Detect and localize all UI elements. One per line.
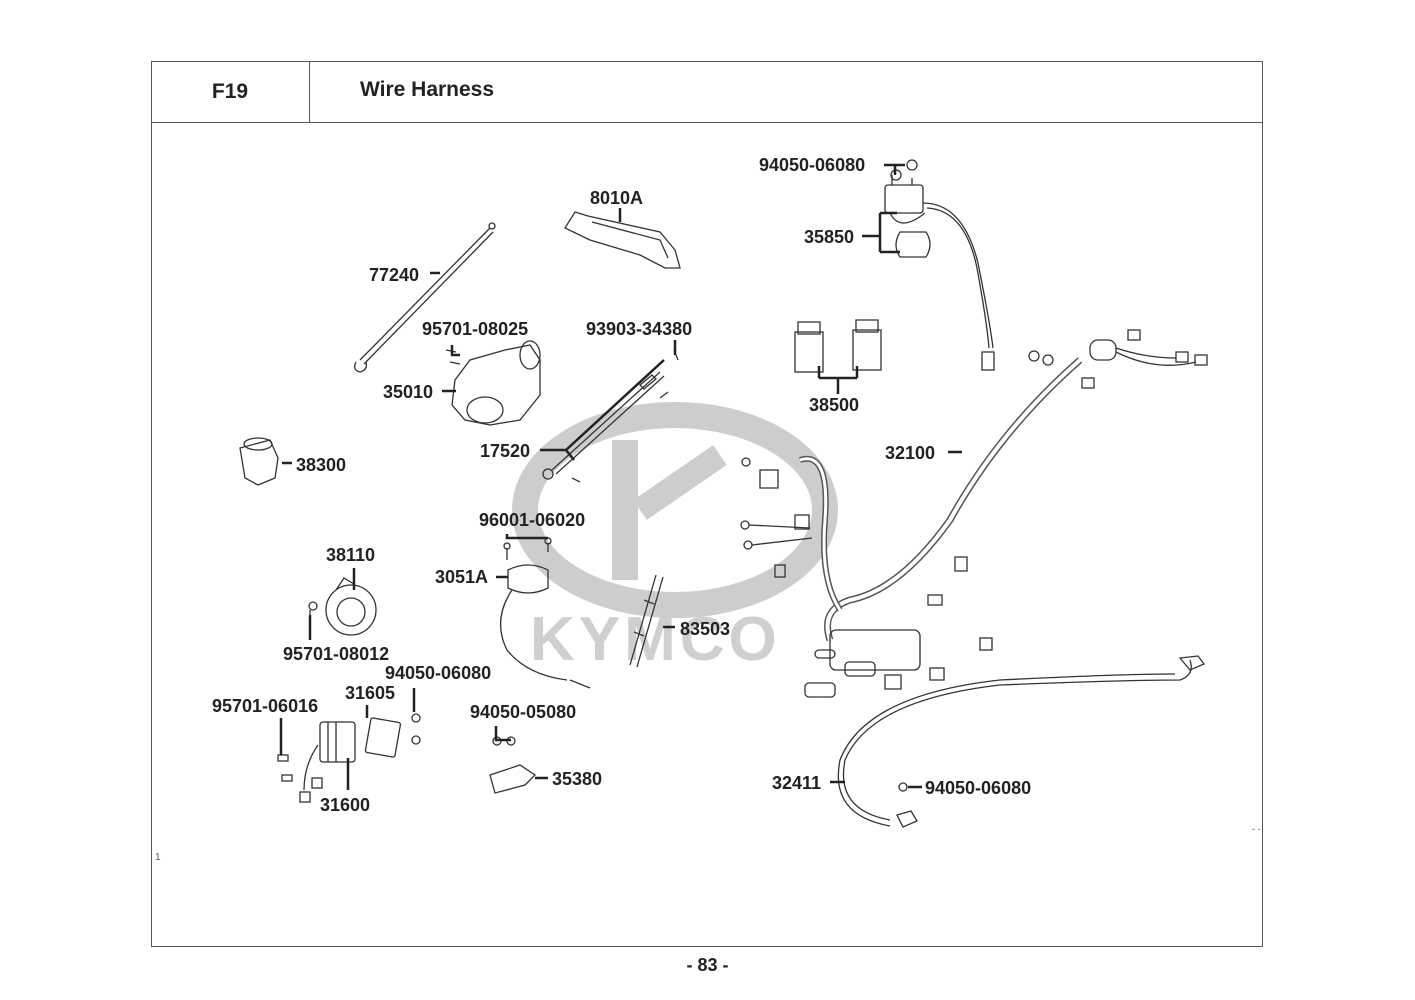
part-label-94050-06080: 94050-06080 [385,663,492,683]
horn-drawing [308,577,377,640]
part-label-35850: 35850 [804,227,855,247]
part-label-95701-08012: 95701-08012 [283,644,390,664]
margin-mark-left: 1 [155,852,161,863]
header-divider [310,122,1263,123]
part-label-95701-08025: 95701-08025 [422,319,529,339]
brake-switch-drawing [489,736,537,794]
part-label-8010A: 8010A [590,188,644,208]
page-number: - 83 - [686,955,729,975]
part-label-95701-06016: 95701-06016 [212,696,319,716]
main-harness-drawing [740,329,1208,698]
leader-lines [279,163,962,790]
cable-77240-drawing [354,222,496,373]
relays-drawing [794,319,882,373]
part-label-83503: 83503 [680,619,731,639]
tube-83503-drawing [629,574,664,668]
part-label-96001-06020: 96001-06020 [479,510,586,530]
part-label-94050-06080: 94050-06080 [759,155,866,175]
ground-cable-drawing [837,655,1206,828]
ignition-switch-drawing [239,437,279,486]
ignition-coil-drawing [499,537,591,689]
part-label-35010: 35010 [383,382,434,402]
part-label-38500: 38500 [809,395,860,415]
part-label-94050-05080: 94050-05080 [470,702,577,722]
part-label-77240: 77240 [369,265,420,285]
part-label-31600: 31600 [320,795,371,815]
kymco-watermark-text: KYMCO [530,605,781,674]
page-title: Wire Harness [360,78,495,101]
part-label-32100: 32100 [885,443,936,463]
part-label-35380: 35380 [552,769,603,789]
part-label-38300: 38300 [296,455,347,475]
part-label-38110: 38110 [326,545,376,565]
regulator-drawing [277,713,421,803]
harness-cover-drawing [564,211,681,269]
margin-mark-right: - - [1252,824,1261,834]
throttle-body-drawing [445,340,541,426]
part-label-17520: 17520 [480,441,531,461]
starter-relay-drawing [884,159,995,371]
part-label-32411: 32411 [772,773,822,793]
part-label-93903-34380: 93903-34380 [586,319,693,339]
section-code: F19 [151,61,310,123]
diagram-frame [151,61,1263,947]
part-label-94050-06080: 94050-06080 [925,778,1032,798]
part-label-3051A: 3051A [435,567,489,587]
section-code-text: F19 [211,79,249,103]
part-label-31605: 31605 [345,683,396,703]
